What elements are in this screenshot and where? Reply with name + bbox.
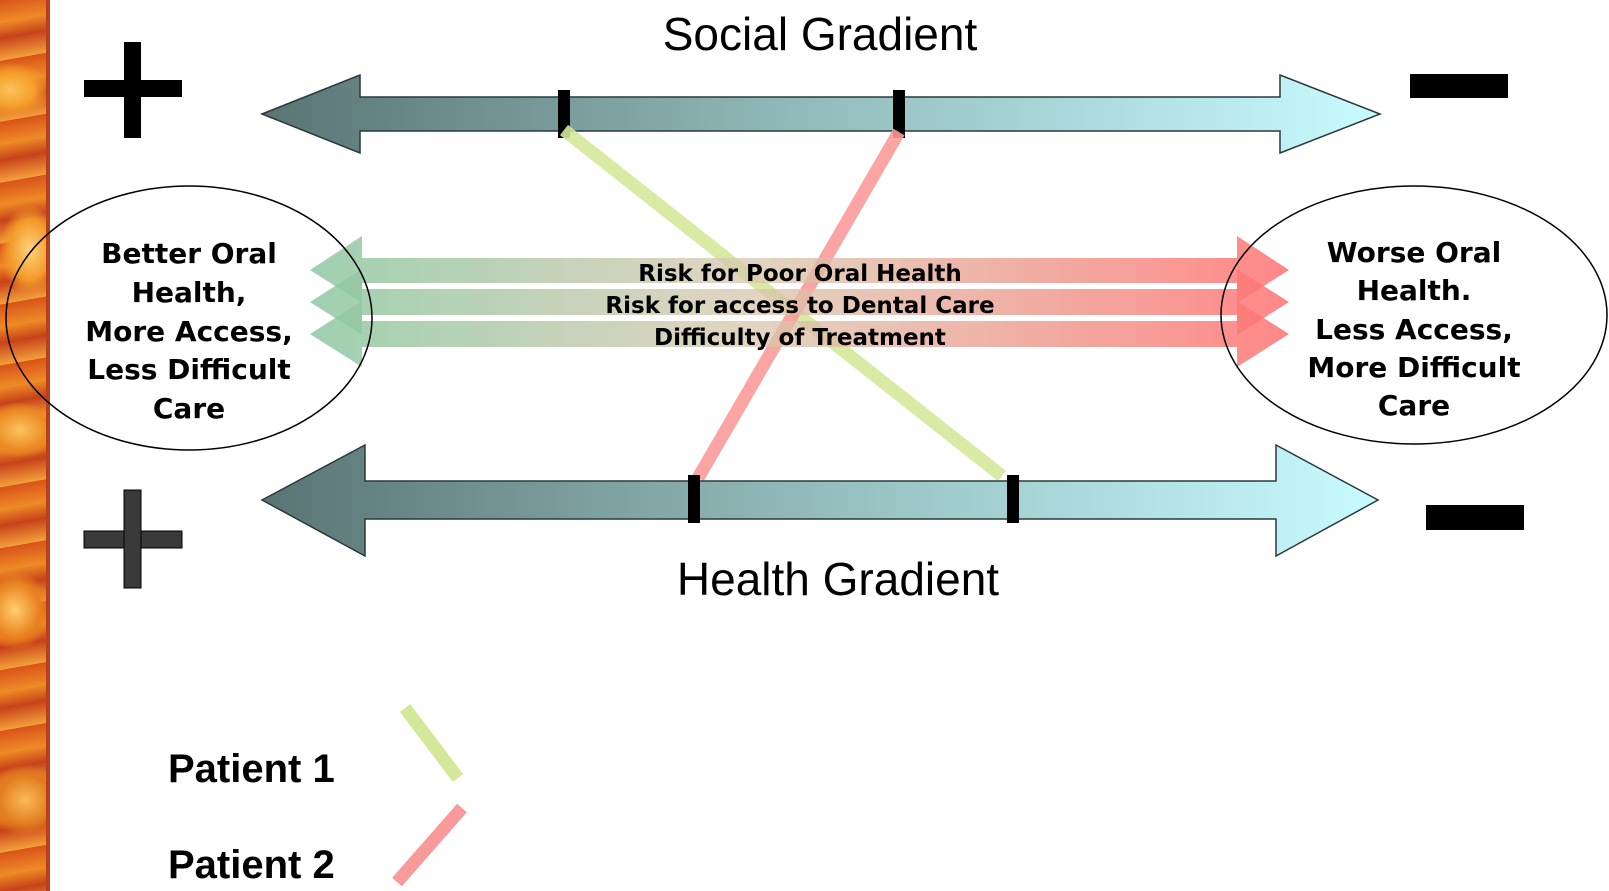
health-marker-patient-1	[1007, 475, 1019, 523]
left-outcome-text: Better Oral Health, More Access, Less Di…	[85, 237, 292, 425]
risk-band-label-3: Difficulty of Treatment	[654, 325, 946, 351]
health-marker-patient-2	[688, 475, 700, 523]
risk-band-1	[310, 236, 1289, 303]
health-gradient-arrow	[260, 443, 1380, 558]
risk-band-2	[310, 269, 1289, 335]
social-gradient-arrow	[259, 73, 1383, 155]
plus-icon-social	[84, 42, 182, 138]
minus-icon-social	[1410, 74, 1508, 98]
right-outcome-line: Care	[1378, 389, 1450, 422]
right-outcome-line: Health.	[1357, 274, 1472, 307]
left-outcome-line: Less Difficult	[87, 353, 291, 386]
left-outcome-line: Health,	[132, 276, 247, 309]
legend-swatch-patient-2	[392, 803, 467, 887]
left-outcome-line: More Access,	[85, 315, 292, 348]
risk-band-3	[310, 301, 1289, 367]
social-marker-patient-2	[893, 90, 905, 138]
risk-bands	[310, 236, 1289, 367]
decorative-side-strip	[0, 0, 50, 891]
right-outcome-line: Less Access,	[1315, 313, 1513, 346]
risk-band-label-1: Risk for Poor Oral Health	[638, 261, 961, 287]
social-marker-patient-1	[558, 90, 570, 138]
left-outcome-ellipse	[5, 185, 373, 451]
left-outcome-line: Better Oral	[101, 237, 277, 270]
risk-band-label-2: Risk for access to Dental Care	[605, 293, 994, 319]
legend-label-patient-2: Patient 2	[168, 843, 335, 887]
right-outcome-line: Worse Oral	[1327, 236, 1501, 269]
legend-swatch-patient-1	[399, 704, 464, 782]
plus-icon-health	[83, 489, 183, 589]
right-outcome-ellipse	[1220, 185, 1608, 445]
legend-label-patient-1: Patient 1	[168, 747, 335, 791]
left-outcome-line: Care	[153, 392, 225, 425]
right-outcome-line: More Difficult	[1307, 351, 1520, 384]
health-gradient-title: Health Gradient	[677, 553, 999, 605]
right-outcome-text: Worse Oral Health. Less Access, More Dif…	[1307, 236, 1520, 422]
minus-icon-health	[1426, 505, 1524, 530]
legend: Patient 1 Patient 2	[168, 704, 467, 887]
social-gradient-title: Social Gradient	[663, 8, 978, 60]
